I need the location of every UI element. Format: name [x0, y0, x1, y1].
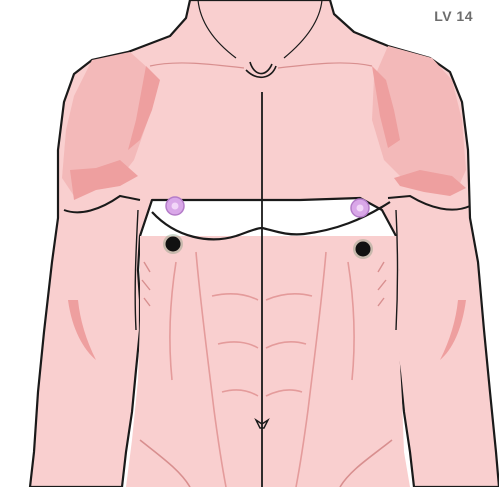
- right-pectoral-line: [262, 202, 390, 234]
- abdomen-fill: [126, 236, 410, 487]
- acupoint-right: [353, 239, 373, 259]
- acupoint-label: LV 14: [434, 8, 473, 24]
- acupoint-left: [163, 234, 183, 254]
- nipple-left: [166, 197, 184, 215]
- nipple-right: [351, 199, 369, 217]
